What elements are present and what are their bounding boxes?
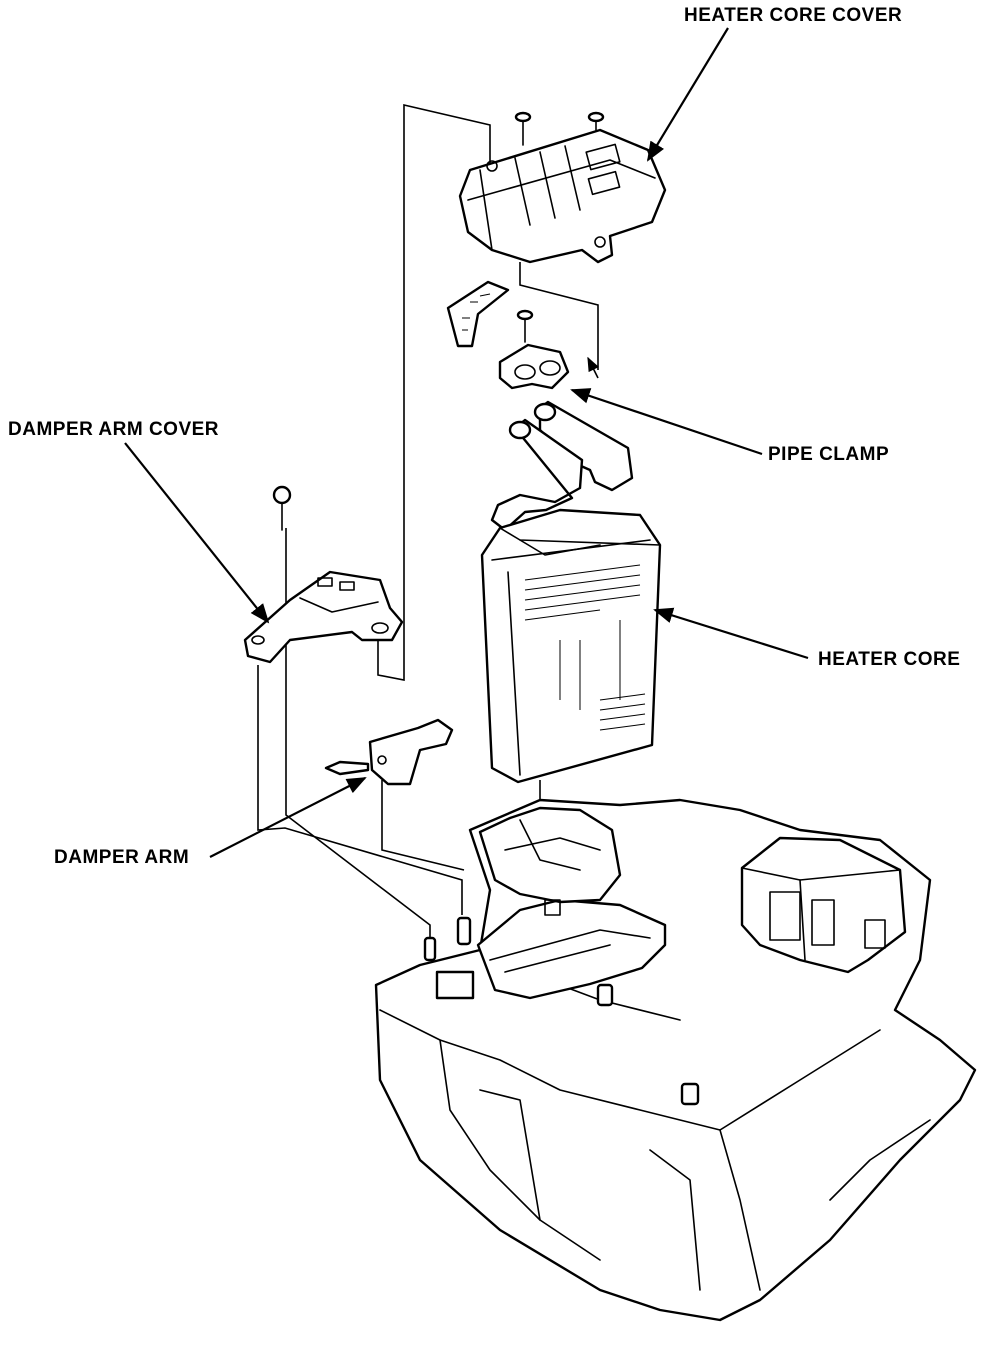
- housing-posts: [423, 916, 700, 1106]
- assembly-guide-lines: [257, 103, 599, 945]
- label-damper-arm: DAMPER ARM: [54, 847, 190, 868]
- blower-box: [740, 836, 907, 974]
- heater-core-fins: [524, 564, 646, 731]
- cover-screw-left: [514, 111, 532, 146]
- label-pipe-clamp: PIPE CLAMP: [768, 444, 890, 465]
- heater-core: [480, 508, 662, 784]
- leader-lines: [124, 27, 809, 858]
- damper-arm-cover: [243, 485, 404, 664]
- heater-core-cover: [458, 128, 667, 264]
- damper-linkage: [478, 806, 622, 916]
- heater-core-pipes: [490, 400, 634, 532]
- pipe-clamp: [498, 309, 570, 390]
- label-heater-core-cover: HEATER CORE COVER: [684, 5, 903, 26]
- damper-arm: [324, 718, 454, 786]
- foam-seal: [446, 280, 510, 348]
- label-heater-core: HEATER CORE: [818, 649, 961, 670]
- cover-screw-right: [587, 111, 605, 131]
- label-damper-arm-cover: DAMPER ARM COVER: [8, 419, 220, 440]
- heater-core-compartment: [476, 898, 667, 1000]
